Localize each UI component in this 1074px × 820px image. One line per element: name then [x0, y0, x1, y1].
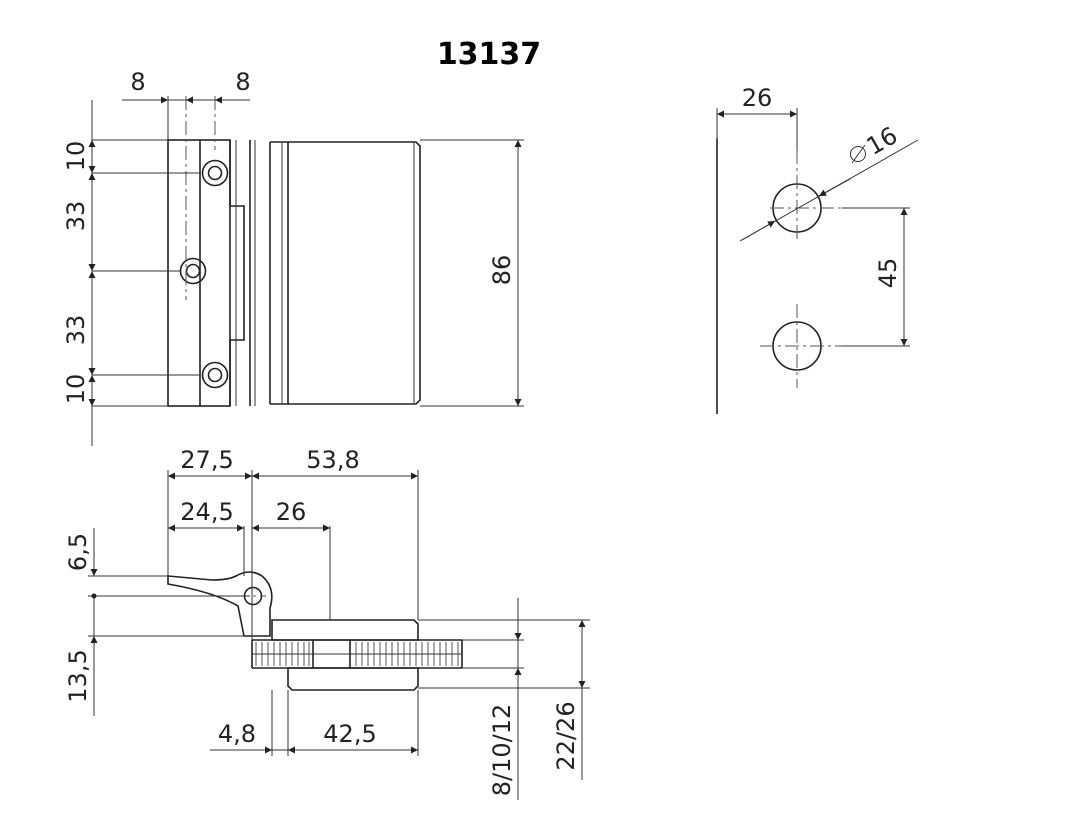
upper-clamp-plate	[271, 619, 419, 641]
glass-pane	[251, 639, 463, 669]
dim-front-height-1: 10	[62, 141, 90, 172]
dim-front-width-2: 8	[235, 68, 250, 96]
clamp-plate	[288, 141, 421, 405]
screw-top	[201, 159, 229, 187]
dim-front-height-4: 10	[62, 374, 90, 405]
dim-front-height-2: 33	[62, 201, 90, 232]
dim-hole-diameter: 16	[862, 121, 902, 161]
dim-section-subwidth-1: 24,5	[180, 498, 233, 526]
hinge-leaf	[167, 571, 273, 637]
screw-bottom	[201, 361, 229, 389]
gasket-hatch-left	[255, 642, 310, 666]
dim-hole-spacing: 45	[874, 258, 902, 289]
lower-clamp-plate	[287, 667, 419, 691]
dim-section-bottom-2: 42,5	[323, 720, 376, 748]
dim-total-thickness: 22/26	[552, 701, 580, 770]
dim-section-bottom-1: 4,8	[218, 720, 256, 748]
dim-section-width-1: 27,5	[180, 446, 233, 474]
dim-section-subwidth-2: 26	[276, 498, 307, 526]
dim-front-overall-height: 86	[488, 255, 516, 286]
screw-middle	[179, 257, 207, 285]
gasket-hatch-right	[355, 642, 459, 666]
dim-glass-thickness: 8/10/12	[488, 704, 516, 797]
hinge-body-outline	[167, 139, 289, 407]
dim-hole-width: 26	[742, 84, 773, 112]
dim-front-height-3: 33	[62, 315, 90, 346]
section-view: 27,5 53,8 24,5 26 6,5 13,5 4,8 42,5	[64, 446, 590, 800]
drawing-title: 13137	[437, 37, 541, 72]
diameter-symbol-icon	[850, 144, 866, 164]
dim-front-width-1: 8	[130, 68, 145, 96]
front-view: 10 33 33 10 8 8 86	[62, 68, 524, 446]
dim-section-height-1: 6,5	[64, 533, 92, 571]
dim-section-width-2: 53,8	[306, 446, 359, 474]
hole-view: 26 16 45	[716, 84, 919, 414]
dim-section-height-2: 13,5	[64, 649, 92, 702]
